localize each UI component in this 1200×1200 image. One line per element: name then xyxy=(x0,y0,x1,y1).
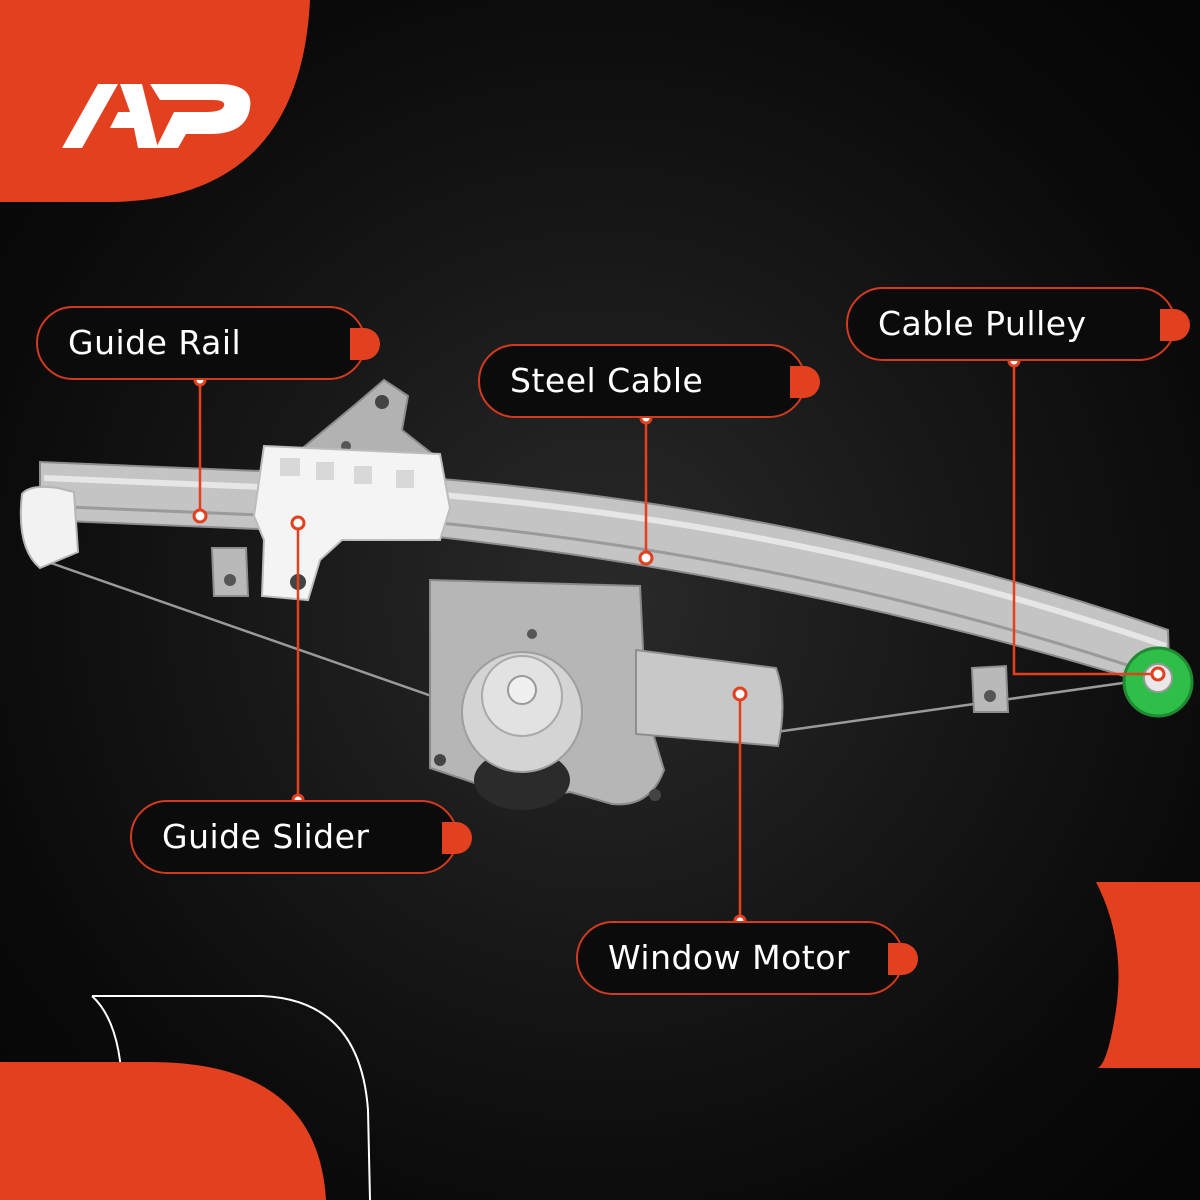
outline-curve xyxy=(92,995,371,1200)
callout-tab xyxy=(790,366,820,398)
callout-guide-rail: Guide Rail xyxy=(36,306,380,380)
callout-label: Guide Slider xyxy=(162,817,370,856)
dot-guide-rail xyxy=(192,508,208,524)
callout-tab xyxy=(888,943,918,975)
dot-window-motor xyxy=(732,686,748,702)
callout-tab xyxy=(350,328,380,360)
corner-shape-top-left xyxy=(0,0,310,202)
brand-logo xyxy=(62,84,251,148)
corner-shape-right xyxy=(1096,882,1200,1068)
callout-tab xyxy=(442,822,472,854)
callout-cable-pulley: Cable Pulley xyxy=(846,287,1190,361)
rail-end-cap xyxy=(19,485,80,570)
window-regulator-image xyxy=(19,378,1194,810)
callout-steel-cable: Steel Cable xyxy=(478,344,820,418)
dot-steel-cable xyxy=(638,550,654,566)
callout-guide-slider: Guide Slider xyxy=(130,800,472,874)
leader-line-cable-pulley xyxy=(1012,361,1158,676)
callout-tab xyxy=(1160,309,1190,341)
rail-bracket xyxy=(970,664,1010,713)
corner-shape-bottom-left xyxy=(0,1062,326,1200)
callout-window-motor: Window Motor xyxy=(576,921,918,995)
callout-label: Window Motor xyxy=(608,938,850,977)
callout-label: Steel Cable xyxy=(510,361,704,400)
leader-lines xyxy=(198,361,1158,921)
dot-cable-pulley xyxy=(1150,666,1166,682)
callout-label: Guide Rail xyxy=(68,323,242,362)
motor-body xyxy=(635,648,784,748)
callout-label: Cable Pulley xyxy=(878,304,1087,343)
rail-bracket xyxy=(210,547,250,597)
dot-guide-slider xyxy=(290,515,306,531)
